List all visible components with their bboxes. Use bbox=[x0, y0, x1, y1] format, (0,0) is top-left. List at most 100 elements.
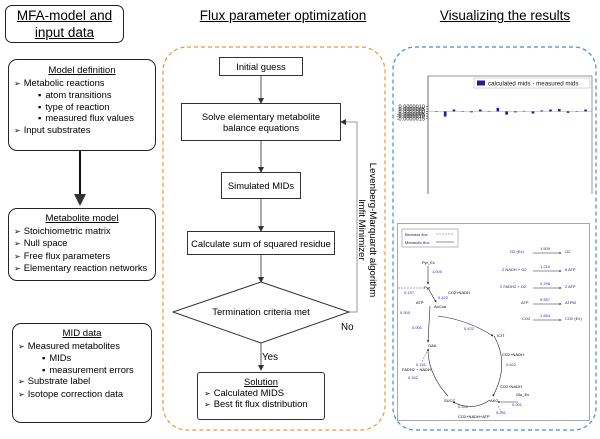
sum-squared-text: Calculate sum of squared residue bbox=[191, 237, 331, 249]
list-item: Null space bbox=[14, 237, 150, 250]
metabolite-label: SUCC bbox=[444, 398, 456, 403]
metabolite-model-title: Metabolite model bbox=[45, 213, 119, 224]
simulated-mids-box: Simulated MIDs bbox=[221, 172, 301, 199]
reaction-label: CO2+NADH bbox=[502, 352, 524, 357]
side-flux-value: 5.557 bbox=[540, 297, 551, 302]
list-item: Metabolic reactions bbox=[14, 77, 150, 90]
bar bbox=[549, 109, 552, 112]
bar bbox=[531, 111, 535, 114]
header-flux-optimization: Flux parameter optimization bbox=[188, 8, 378, 23]
metabolite-label: Glu_Ex bbox=[516, 392, 530, 397]
flux-value: 0.422 bbox=[438, 295, 449, 300]
header-visualizing-text: Visualizing the results bbox=[439, 8, 571, 23]
mid-data-title: MID data bbox=[62, 328, 102, 339]
flux-value: 0.231 bbox=[496, 410, 507, 415]
flux-value: 0.151 bbox=[416, 362, 427, 367]
y-tick-label: -0.0000015 bbox=[397, 116, 425, 122]
yes-label: Yes bbox=[262, 352, 278, 363]
mid-data-list: Measured metabolites MIDs measurement er… bbox=[18, 340, 146, 401]
bar bbox=[443, 111, 447, 117]
bar bbox=[557, 109, 561, 112]
list-item: type of reaction bbox=[14, 101, 150, 113]
lmfit-minimizer-text: lmfit Minimizer bbox=[356, 199, 367, 261]
flux-value: 0.300 bbox=[400, 310, 411, 315]
bar bbox=[566, 111, 570, 113]
flux-value: 0.422 bbox=[464, 326, 475, 331]
model-definition-list: Metabolic reactions atom transitions typ… bbox=[14, 77, 150, 137]
list-item: Substrate label bbox=[18, 375, 146, 388]
model-definition-box: Model definition Metabolic reactions ato… bbox=[8, 59, 156, 151]
list-item: Free flux parameters bbox=[14, 250, 150, 263]
side-flux-value: 1.214 bbox=[540, 264, 551, 269]
list-item: Input substrates bbox=[14, 124, 150, 137]
y-tick-label: 0.0000010 bbox=[399, 105, 425, 111]
flux-value: 1.000 bbox=[432, 269, 443, 274]
network-legend-biomass: Biomass flux bbox=[405, 232, 428, 237]
side-flux-from: 2 NADH + O2 bbox=[502, 267, 527, 272]
header-mfa-model-text: MFA-model and input data bbox=[16, 8, 113, 40]
reaction-label: CO2+NADH+ATP bbox=[458, 414, 490, 419]
side-flux-value: 1.654 bbox=[540, 313, 551, 318]
solve-balance-box: Solve elementary metabolite balance equa… bbox=[181, 103, 341, 141]
side-flux-to: 2 ATP bbox=[565, 284, 576, 289]
reaction-label: FADH2 + NADH bbox=[402, 367, 431, 372]
side-flux-from: O2 (Ex) bbox=[510, 249, 524, 254]
metabolite-label: ICIT bbox=[497, 333, 505, 338]
list-item: Calculated MIDS bbox=[204, 387, 318, 398]
side-flux-from: 2 FADH2 + O2 bbox=[500, 284, 527, 289]
bar bbox=[478, 109, 482, 112]
simulated-mids-text: Simulated MIDs bbox=[227, 180, 295, 191]
bar bbox=[452, 109, 456, 112]
side-flux-from: ATP bbox=[521, 300, 529, 305]
y-tick-label: 0.0000005 bbox=[399, 107, 425, 113]
legend-swatch bbox=[477, 80, 485, 86]
flux-value: 0.622 bbox=[506, 362, 517, 367]
initial-guess-text: Initial guess bbox=[236, 61, 286, 72]
metabolite-label: AKG bbox=[490, 398, 499, 403]
list-item: measurement errors bbox=[18, 364, 146, 376]
y-tick-label: -0.0000010 bbox=[397, 114, 425, 120]
side-flux-to: O2 bbox=[565, 249, 571, 254]
flux-value: 0.342 bbox=[408, 375, 419, 380]
residual-bar-chart: 0.00000100.00000050.0000000-0.0000005-0.… bbox=[397, 75, 593, 194]
flux-value: 0.197 bbox=[404, 290, 415, 295]
bar bbox=[540, 110, 544, 112]
flux-value: 0.001 bbox=[412, 325, 423, 330]
metabolite-label: OAA bbox=[428, 343, 437, 348]
list-item: Elementary reaction networks bbox=[14, 262, 150, 275]
list-item: Isotope correction data bbox=[18, 388, 146, 401]
sum-squared-box: Calculate sum of squared residue bbox=[187, 231, 335, 255]
reaction-label: CO2+NADH bbox=[448, 290, 470, 295]
bar bbox=[514, 111, 517, 113]
list-item: MIDs bbox=[18, 352, 146, 364]
termination-text: Termination criteria met bbox=[212, 306, 310, 317]
results-panel bbox=[392, 46, 597, 431]
legend-label: calculated mids - measured mids bbox=[488, 81, 578, 88]
network-diagram: Biomass flux Metabolic flux O2 (Ex) 1.50… bbox=[397, 223, 590, 421]
network-lines bbox=[398, 228, 562, 415]
termination-diamond bbox=[171, 281, 351, 344]
reaction-label: ATP bbox=[416, 300, 424, 305]
initial-guess-box: Initial guess bbox=[219, 57, 303, 76]
metabolite-label: Pyr_Ex bbox=[422, 260, 435, 265]
flux-value: 0.592 bbox=[458, 404, 469, 409]
solve-balance-text: Solve elementary metabolite balance equa… bbox=[201, 111, 321, 133]
no-label: No bbox=[341, 322, 354, 333]
header-flux-optimization-text: Flux parameter optimization bbox=[199, 8, 367, 23]
solution-title: Solution bbox=[244, 376, 278, 387]
side-flux-to: CO2 (Ex) bbox=[565, 316, 582, 321]
network-legend-metabolic: Metabolic flux bbox=[405, 240, 430, 245]
list-item: Measured metabolites bbox=[18, 340, 146, 353]
reaction-label: CO2+NADH bbox=[500, 384, 522, 389]
bar bbox=[470, 111, 473, 113]
side-flux-to: 6 ATP bbox=[565, 267, 576, 272]
metabolite-label: AcCoa bbox=[434, 304, 447, 309]
legend-box bbox=[473, 77, 591, 89]
header-mfa-model: MFA-model and input data bbox=[5, 5, 124, 43]
side-flux-value: 1.509 bbox=[540, 246, 551, 251]
flux-value: 0.201 bbox=[512, 402, 523, 407]
lm-algorithm-text: Levenberg-Marquardt algorithm bbox=[367, 162, 378, 298]
y-tick-label: -0.0000005 bbox=[397, 112, 425, 118]
side-flux-from: CO2 bbox=[522, 316, 531, 321]
